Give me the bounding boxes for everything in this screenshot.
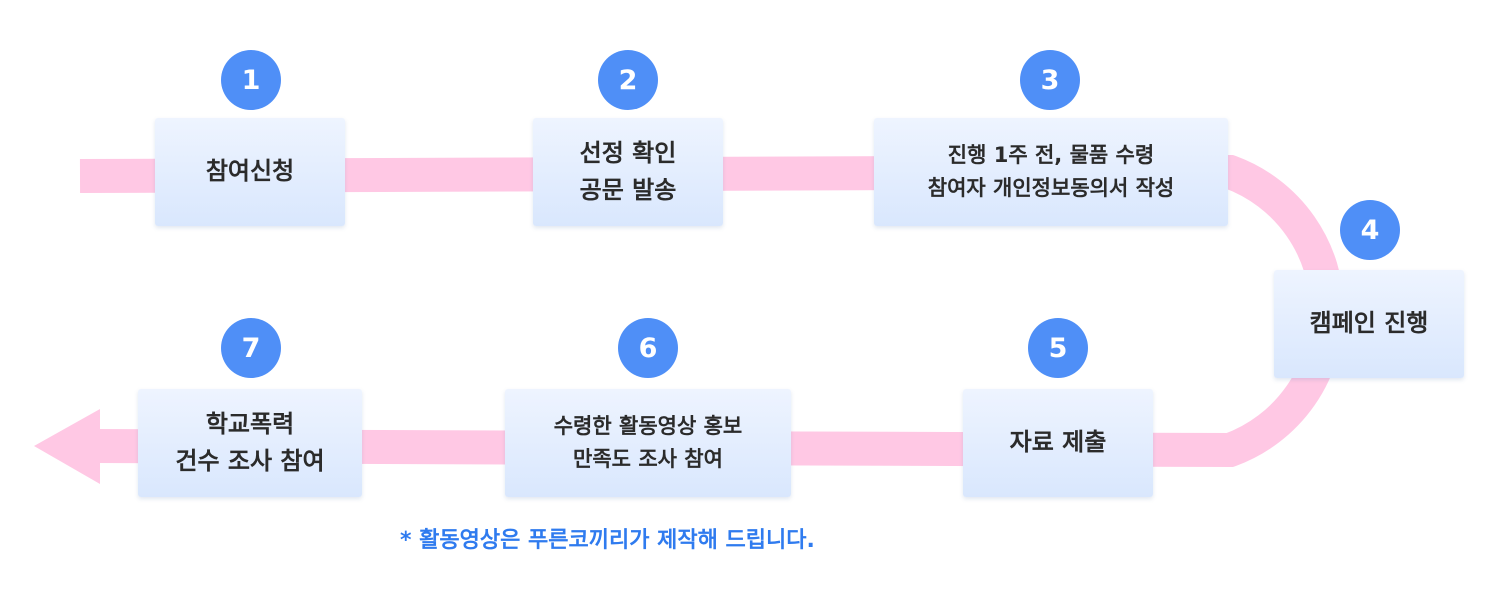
step-2-number: 2 (618, 64, 638, 96)
step-6-box: 수령한 활동영상 홍보 만족도 조사 참여 (505, 389, 791, 497)
step-2-box: 선정 확인 공문 발송 (533, 118, 723, 226)
step-4-box: 캠페인 진행 (1274, 270, 1464, 378)
step-5-label: 자료 제출 (1009, 428, 1107, 457)
step-7-number: 7 (241, 332, 261, 364)
step-1-number-badge: 1 (221, 50, 281, 110)
step-5-box: 자료 제출 (963, 389, 1153, 497)
step-5-number: 5 (1048, 332, 1068, 364)
step-7-label: 학교폭력 건수 조사 참여 (175, 409, 325, 475)
step-7-number-badge: 7 (221, 318, 281, 378)
step-4-label: 캠페인 진행 (1309, 309, 1429, 338)
step-3-box: 진행 1주 전, 물품 수령 참여자 개인정보동의서 작성 (874, 118, 1228, 226)
step-2-label: 선정 확인 공문 발송 (579, 138, 677, 204)
step-7-box: 학교폭력 건수 조사 참여 (138, 389, 362, 497)
step-3-number: 3 (1040, 64, 1060, 96)
step-6-number-badge: 6 (618, 318, 678, 378)
step-6-label: 수령한 활동영상 홍보 만족도 조사 참여 (553, 414, 743, 471)
step-3-number-badge: 3 (1020, 50, 1080, 110)
step-3-label: 진행 1주 전, 물품 수령 참여자 개인정보동의서 작성 (927, 143, 1175, 200)
step-1-label: 참여신청 (205, 157, 295, 186)
step-4-number: 4 (1360, 214, 1380, 246)
step-4-number-badge: 4 (1340, 200, 1400, 260)
step-6-number: 6 (638, 332, 658, 364)
footnote-note: * 활동영상은 푸른코끼리가 제작해 드립니다. (400, 528, 815, 553)
step-5-number-badge: 5 (1028, 318, 1088, 378)
step-1-number: 1 (241, 64, 261, 96)
step-1-box: 참여신청 (155, 118, 345, 226)
step-2-number-badge: 2 (598, 50, 658, 110)
